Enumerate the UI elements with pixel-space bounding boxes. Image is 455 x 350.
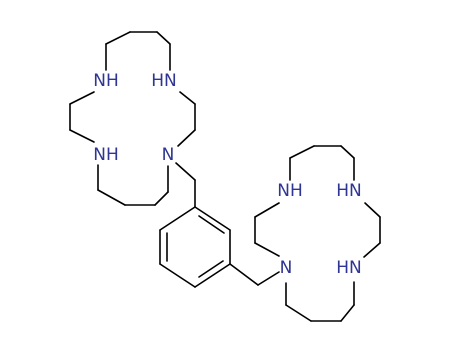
bond bbox=[198, 215, 225, 234]
bond bbox=[69, 129, 95, 143]
bond bbox=[177, 129, 196, 147]
bond bbox=[254, 202, 280, 218]
nh-atom-label: NH bbox=[93, 71, 119, 91]
bond bbox=[363, 242, 381, 258]
hn-atom-label: HN bbox=[151, 71, 177, 91]
nh-atom-label: NH bbox=[277, 181, 303, 201]
bond bbox=[154, 191, 169, 206]
bond bbox=[105, 31, 131, 45]
n-atom-label: N bbox=[280, 258, 293, 278]
bond bbox=[179, 91, 196, 105]
bond bbox=[257, 271, 280, 286]
bond bbox=[289, 145, 315, 159]
bond bbox=[229, 263, 259, 286]
atom-labels: NH HN NH N NH HN HN N bbox=[93, 71, 362, 278]
bond bbox=[198, 260, 224, 278]
bond bbox=[97, 189, 126, 206]
bond bbox=[364, 202, 381, 218]
bond-lines bbox=[69, 31, 381, 322]
hn-atom-label: HN bbox=[336, 181, 362, 201]
bond bbox=[194, 263, 231, 288]
bond bbox=[159, 263, 196, 288]
bond bbox=[194, 206, 231, 231]
bond bbox=[285, 304, 312, 322]
hn-atom-label: HN bbox=[336, 258, 362, 278]
bond bbox=[159, 206, 196, 231]
bond bbox=[340, 304, 355, 322]
bond bbox=[175, 162, 196, 181]
bond bbox=[254, 242, 280, 257]
bond bbox=[156, 31, 171, 45]
nh-atom-label: NH bbox=[93, 145, 119, 165]
bond bbox=[340, 145, 355, 159]
bond bbox=[69, 91, 95, 105]
n-atom-label: N bbox=[162, 145, 175, 165]
